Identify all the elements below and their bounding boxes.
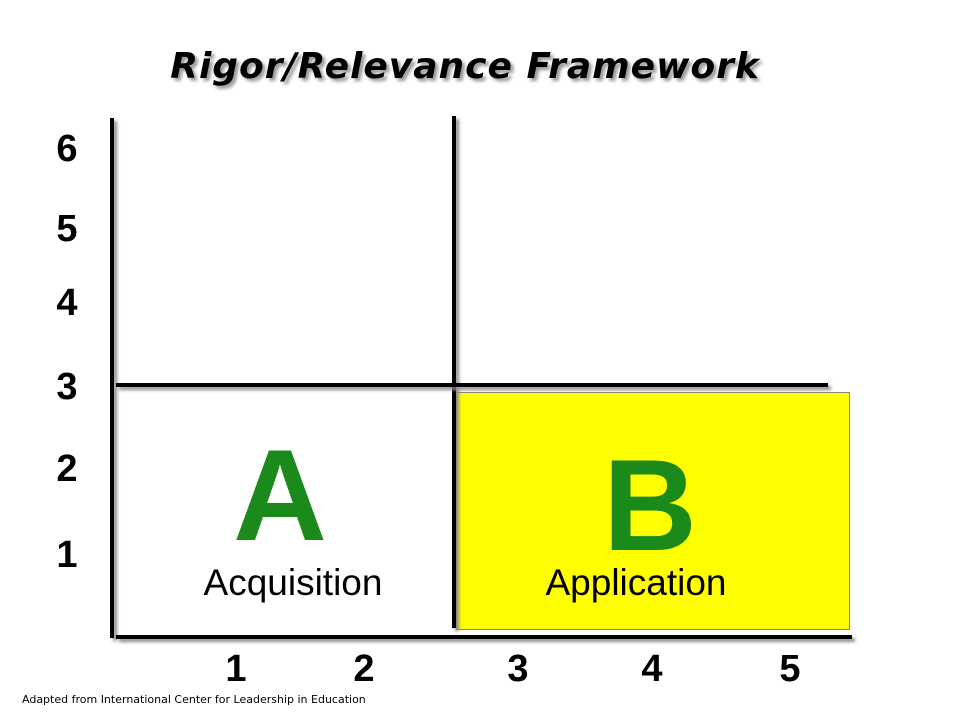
- x-tick-label: 1: [225, 648, 247, 690]
- quadrant-a-label: Acquisition: [203, 562, 383, 603]
- y-tick-label: 6: [56, 128, 78, 170]
- quadrant-b-fill: [456, 392, 850, 630]
- y-tick-label: 2: [56, 448, 78, 490]
- quadrant-b-letter: B: [603, 432, 697, 578]
- y-tick-label: 1: [56, 534, 78, 576]
- y-tick-label: 3: [56, 366, 78, 408]
- quadrant-b-label: Application: [545, 562, 727, 603]
- y-axis-line: [110, 118, 114, 638]
- x-tick-label: 2: [353, 648, 375, 690]
- y-tick-label: 4: [56, 282, 78, 324]
- horizontal-divider: [116, 383, 828, 387]
- x-tick-label: 4: [641, 648, 663, 690]
- x-tick-label: 5: [779, 648, 801, 690]
- diagram-title: Rigor/Relevance Framework: [170, 46, 760, 87]
- quadrant-a-letter: A: [233, 422, 327, 568]
- y-tick-label: 5: [56, 208, 78, 250]
- x-axis-line: [116, 635, 852, 639]
- x-tick-label: 3: [507, 648, 529, 690]
- vertical-divider: [452, 116, 456, 628]
- source-credit: Adapted from International Center for Le…: [22, 693, 366, 706]
